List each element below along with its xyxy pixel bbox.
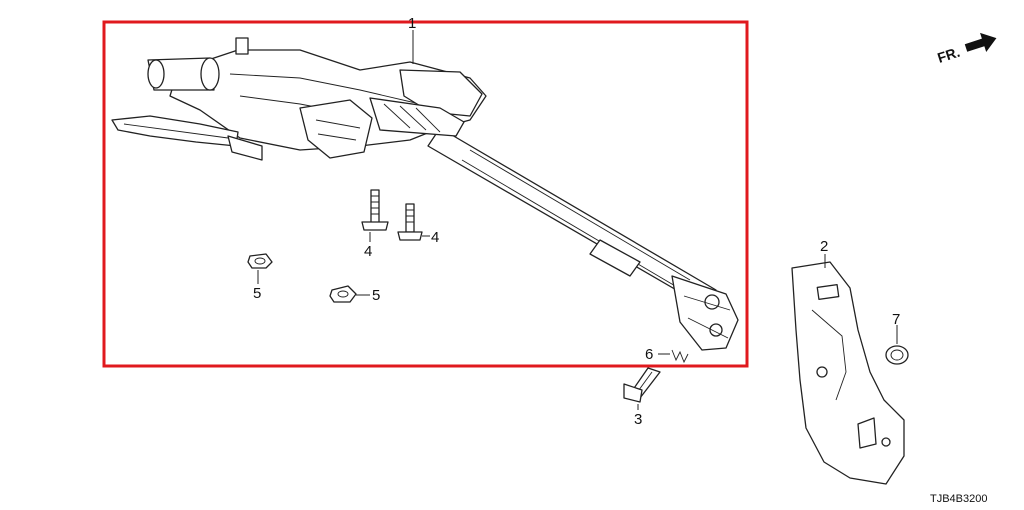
callout-5a: 5 — [253, 285, 261, 302]
callout-1: 1 — [408, 15, 416, 32]
diagram-code: TJB4B3200 — [930, 493, 987, 505]
callout-2: 2 — [820, 238, 828, 255]
bolt-3 — [623, 367, 661, 403]
column-cover-plate — [791, 261, 905, 485]
clip-6 — [671, 349, 689, 364]
callout-4a: 4 — [364, 243, 372, 260]
callout-4b: 4 — [431, 229, 439, 246]
callout-5b: 5 — [372, 287, 380, 304]
callout-7: 7 — [892, 311, 900, 328]
front-direction-arrow-icon — [964, 32, 997, 52]
callout-3: 3 — [634, 411, 642, 428]
flange-bolt-4a — [361, 189, 389, 231]
flange-bolt-4b — [397, 203, 423, 241]
front-direction-label: FR. — [935, 44, 961, 66]
grommet-7 — [885, 345, 909, 365]
steering-column-assembly — [111, 37, 739, 351]
callout-6: 6 — [645, 346, 653, 363]
front-direction-indicator: FR. — [935, 32, 997, 66]
flange-nut-5a — [247, 253, 273, 269]
assembly-frame — [102, 20, 749, 368]
flange-nut-5b — [329, 285, 357, 303]
